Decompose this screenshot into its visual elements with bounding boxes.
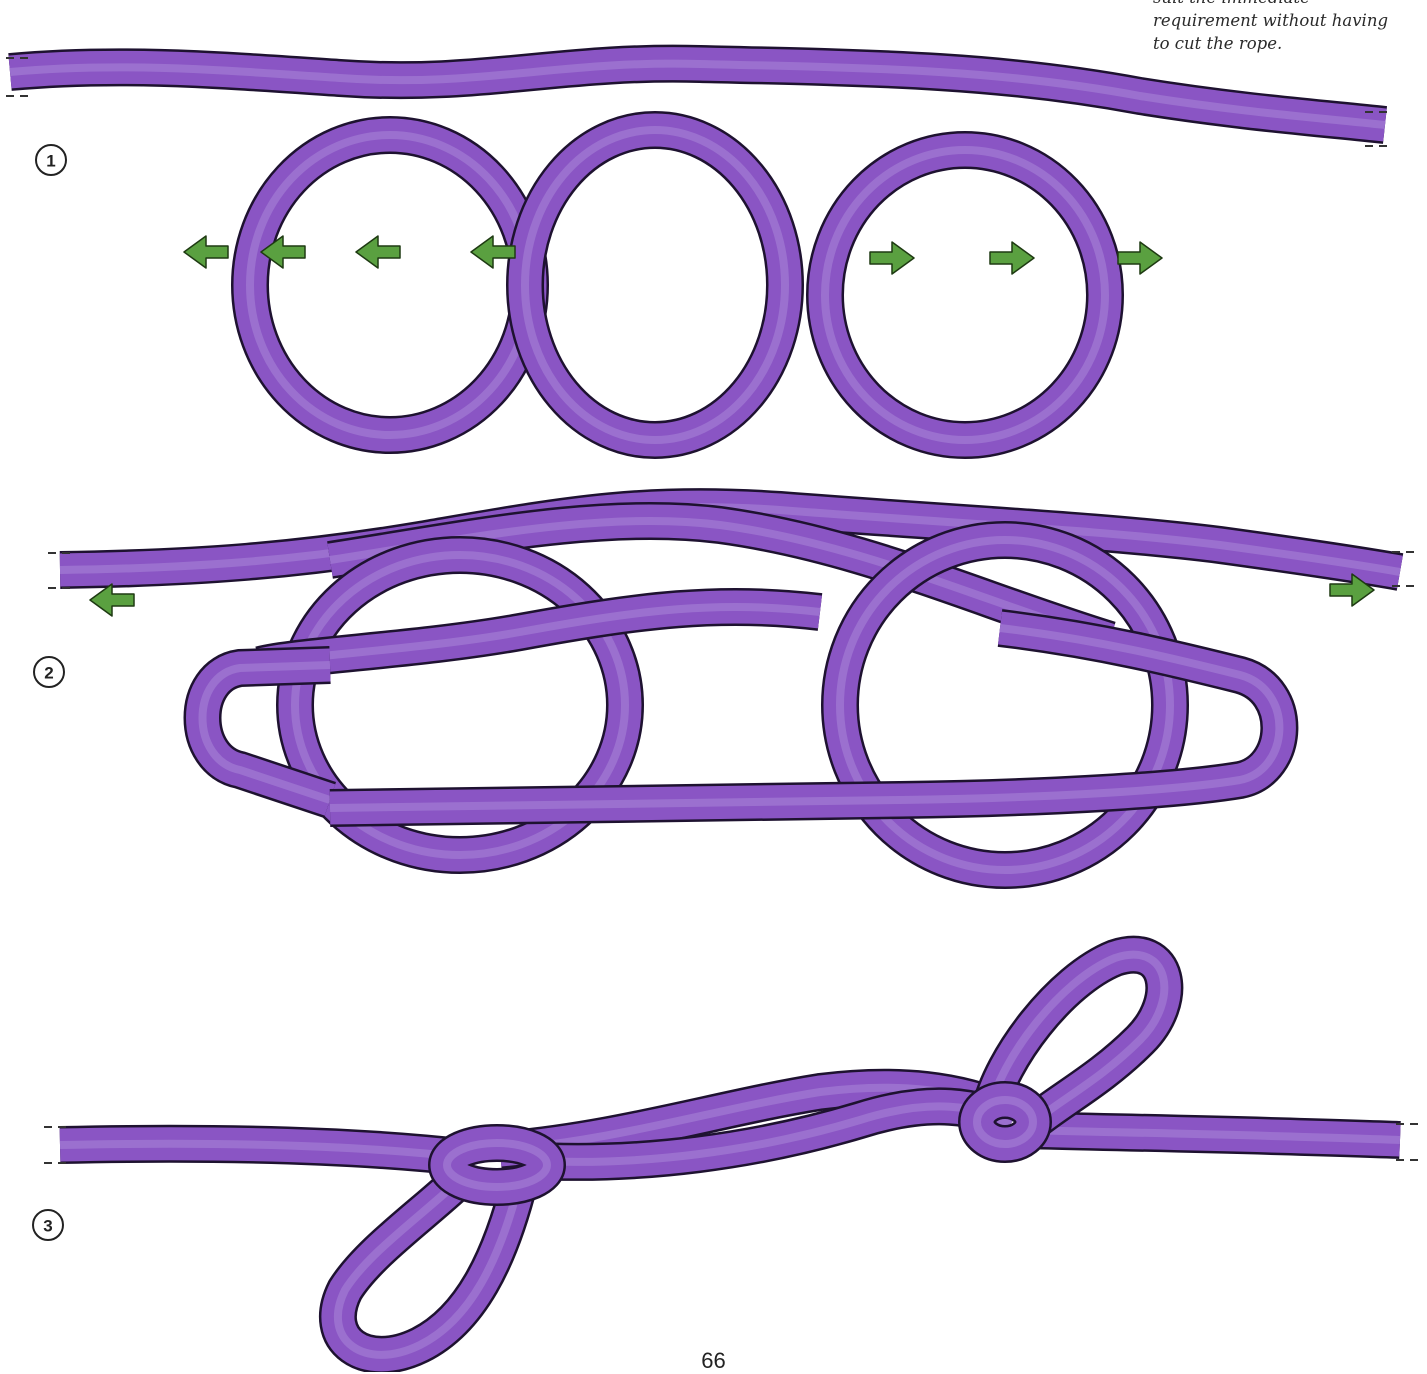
step-3-rope — [60, 955, 1400, 1355]
page-number: 66 — [0, 1348, 1427, 1374]
rope-segment — [525, 130, 785, 440]
step-2-rope — [60, 507, 1400, 870]
rope-highlight — [825, 150, 1105, 440]
step-3-label: 3 — [43, 1217, 52, 1236]
arrow-left-icon — [356, 236, 400, 268]
step-2-label: 2 — [44, 664, 53, 683]
rope-segment — [10, 64, 1385, 125]
arrow-right-icon — [870, 242, 914, 274]
rope-highlight — [250, 135, 530, 435]
rope-segment — [250, 135, 530, 435]
step-1-figure: 1 — [6, 58, 1392, 440]
rope-highlight — [525, 130, 785, 440]
rope-segment — [60, 1144, 470, 1158]
arrow-left-icon — [90, 584, 134, 616]
rope-segment — [1020, 1130, 1400, 1140]
step-1-label: 1 — [46, 152, 55, 171]
arrow-right-icon — [990, 242, 1034, 274]
arrow-right-icon — [1118, 242, 1162, 274]
rope-segment — [447, 1143, 547, 1187]
arrow-left-icon — [184, 236, 228, 268]
step-3-figure: 3 — [33, 955, 1420, 1355]
step-2-figure: 2 — [34, 507, 1414, 870]
step-1-arrows — [184, 236, 1162, 274]
rope-segment — [825, 150, 1105, 440]
